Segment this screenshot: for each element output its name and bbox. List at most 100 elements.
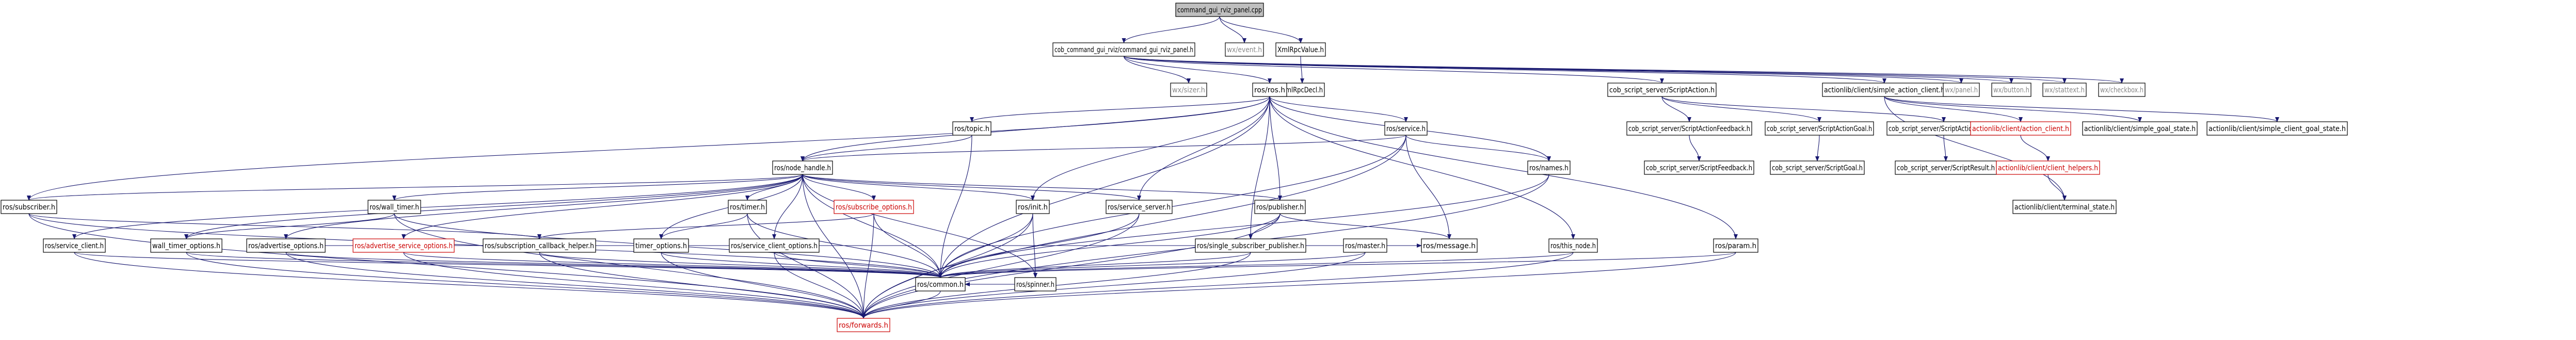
node-simple-action-client[interactable]: actionlib/client/simple_action_client.h [1822,83,1947,97]
node-ros-spinner[interactable]: ros/spinner.h [1014,277,1057,292]
node-ros-master[interactable]: ros/master.h [1343,238,1387,253]
node-s-goal[interactable]: cob_script_server/ScriptGoal.h [1770,160,1865,175]
node-box[interactable] [837,318,890,332]
node-box[interactable] [1343,238,1387,253]
node-s-result[interactable]: cob_script_server/ScriptResult.h [1895,160,1997,175]
node-box[interactable] [1527,160,1571,175]
node-subscribe-options[interactable]: ros/subscribe_options.h [834,200,914,214]
node-box[interactable] [729,238,820,253]
node-box[interactable] [1052,42,1195,57]
node-label: ros/init.h [1018,203,1048,212]
node-cgrp-h[interactable]: cob_command_gui_rviz/command_gui_rviz_pa… [1052,42,1195,57]
node-box[interactable] [2042,83,2087,97]
node-ros-timer[interactable]: ros/timer.h [728,200,767,214]
node-box[interactable] [772,160,833,175]
node-box[interactable] [1421,238,1478,253]
node-wall-timer-options[interactable]: wall_timer_options.h [150,238,222,253]
node-wxbutton[interactable]: wx/button.h [1991,83,2031,97]
node-box[interactable] [1770,160,1865,175]
node-advertise-service-options[interactable]: ros/advertise_service_options.h [353,238,455,253]
node-box[interactable] [1996,160,2100,175]
node-root[interactable]: command_gui_rviz_panel.cpp [1175,3,1264,17]
node-box[interactable] [1626,121,1752,136]
node-xmlrpcdecl[interactable]: XmlRpcDecl.h [1279,83,1325,97]
node-box[interactable] [1279,83,1325,97]
node-box[interactable] [1548,238,1598,253]
node-box[interactable] [952,121,991,136]
node-this-node[interactable]: ros/this_node.h [1548,238,1598,253]
node-box[interactable] [1607,83,1717,97]
node-wxevent[interactable]: wx/event.h [1225,42,1264,57]
node-node-handle[interactable]: ros/node_handle.h [772,160,833,175]
node-box[interactable] [1,200,57,214]
node-advertise-options[interactable]: ros/advertise_options.h [246,238,326,253]
node-xmlrpcvalue[interactable]: XmlRpcValue.h [1275,42,1326,57]
node-service-client[interactable]: ros/service_client.h [43,238,106,253]
node-box[interactable] [150,238,222,253]
node-client-helpers[interactable]: actionlib/client/client_helpers.h [1996,160,2100,175]
node-box[interactable] [633,238,689,253]
node-sa-feedback[interactable]: cob_script_server/ScriptActionFeedback.h [1626,121,1752,136]
node-box[interactable] [2082,121,2198,136]
node-sa-goal[interactable]: cob_script_server/ScriptActionGoal.h [1765,121,1874,136]
node-box[interactable] [1014,277,1057,292]
node-ros-message[interactable]: ros/message.h [1421,238,1478,253]
node-ros-common[interactable]: ros/common.h [915,277,966,292]
node-box[interactable] [1970,121,2071,136]
node-box[interactable] [2098,83,2146,97]
node-subscription-callback-helper[interactable]: ros/subscription_callback_helper.h [483,238,596,253]
node-ros-names[interactable]: ros/names.h [1527,160,1571,175]
node-box[interactable] [1252,83,1287,97]
node-ros-ros[interactable]: ros/ros.h [1252,83,1287,97]
node-single-subscriber-publisher[interactable]: ros/single_subscriber_publisher.h [1195,238,1306,253]
node-box[interactable] [1765,121,1874,136]
edge-cgrp_h-to-ros_ros [1123,56,1272,84]
node-box[interactable] [1175,3,1264,17]
node-wxsizer[interactable]: wx/sizer.h [1170,83,1207,97]
node-ros-forwards[interactable]: ros/forwards.h [837,318,890,332]
node-ros-subscriber[interactable]: ros/subscriber.h [1,200,57,214]
node-box[interactable] [1195,238,1306,253]
node-box[interactable] [2012,200,2117,214]
node-action-client[interactable]: actionlib/client/action_client.h [1970,121,2071,136]
node-ros-topic[interactable]: ros/topic.h [952,121,991,136]
node-service-server[interactable]: ros/service_server.h [1106,200,1173,214]
node-wxcheckbox[interactable]: wx/checkbox.h [2098,83,2146,97]
node-ros-publisher[interactable]: ros/publisher.h [1254,200,1306,214]
node-scriptaction[interactable]: cob_script_server/ScriptAction.h [1607,83,1717,97]
node-wxstattext[interactable]: wx/stattext.h [2042,83,2087,97]
node-wall-timer[interactable]: ros/wall_timer.h [367,200,421,214]
node-box[interactable] [1644,160,1754,175]
node-box[interactable] [1895,160,1997,175]
node-ros-service[interactable]: ros/service.h [1384,121,1428,136]
node-box[interactable] [915,277,966,292]
node-box[interactable] [1943,83,1980,97]
node-simple-client-goal-state[interactable]: actionlib/client/simple_client_goal_stat… [2206,121,2348,136]
node-box[interactable] [1384,121,1428,136]
node-box[interactable] [1170,83,1207,97]
node-box[interactable] [1822,83,1947,97]
node-box[interactable] [1016,200,1050,214]
node-ros-param[interactable]: ros/param.h [1713,238,1758,253]
node-box[interactable] [353,238,455,253]
node-ros-init[interactable]: ros/init.h [1016,200,1050,214]
node-box[interactable] [1991,83,2031,97]
node-box[interactable] [483,238,596,253]
node-box[interactable] [367,200,421,214]
node-timer-options[interactable]: timer_options.h [633,238,689,253]
node-box[interactable] [728,200,767,214]
node-simple-goal-state[interactable]: actionlib/client/simple_goal_state.h [2082,121,2198,136]
node-box[interactable] [2206,121,2348,136]
node-box[interactable] [43,238,106,253]
node-box[interactable] [1713,238,1758,253]
node-box[interactable] [246,238,326,253]
node-wxpanel[interactable]: wx/panel.h [1943,83,1980,97]
node-box[interactable] [834,200,914,214]
node-box[interactable] [1225,42,1264,57]
node-box[interactable] [1106,200,1173,214]
node-box[interactable] [1275,42,1326,57]
node-terminal-state[interactable]: actionlib/client/terminal_state.h [2012,200,2117,214]
node-box[interactable] [1254,200,1306,214]
node-s-feedback[interactable]: cob_script_server/ScriptFeedback.h [1644,160,1754,175]
node-service-client-options[interactable]: ros/service_client_options.h [729,238,820,253]
